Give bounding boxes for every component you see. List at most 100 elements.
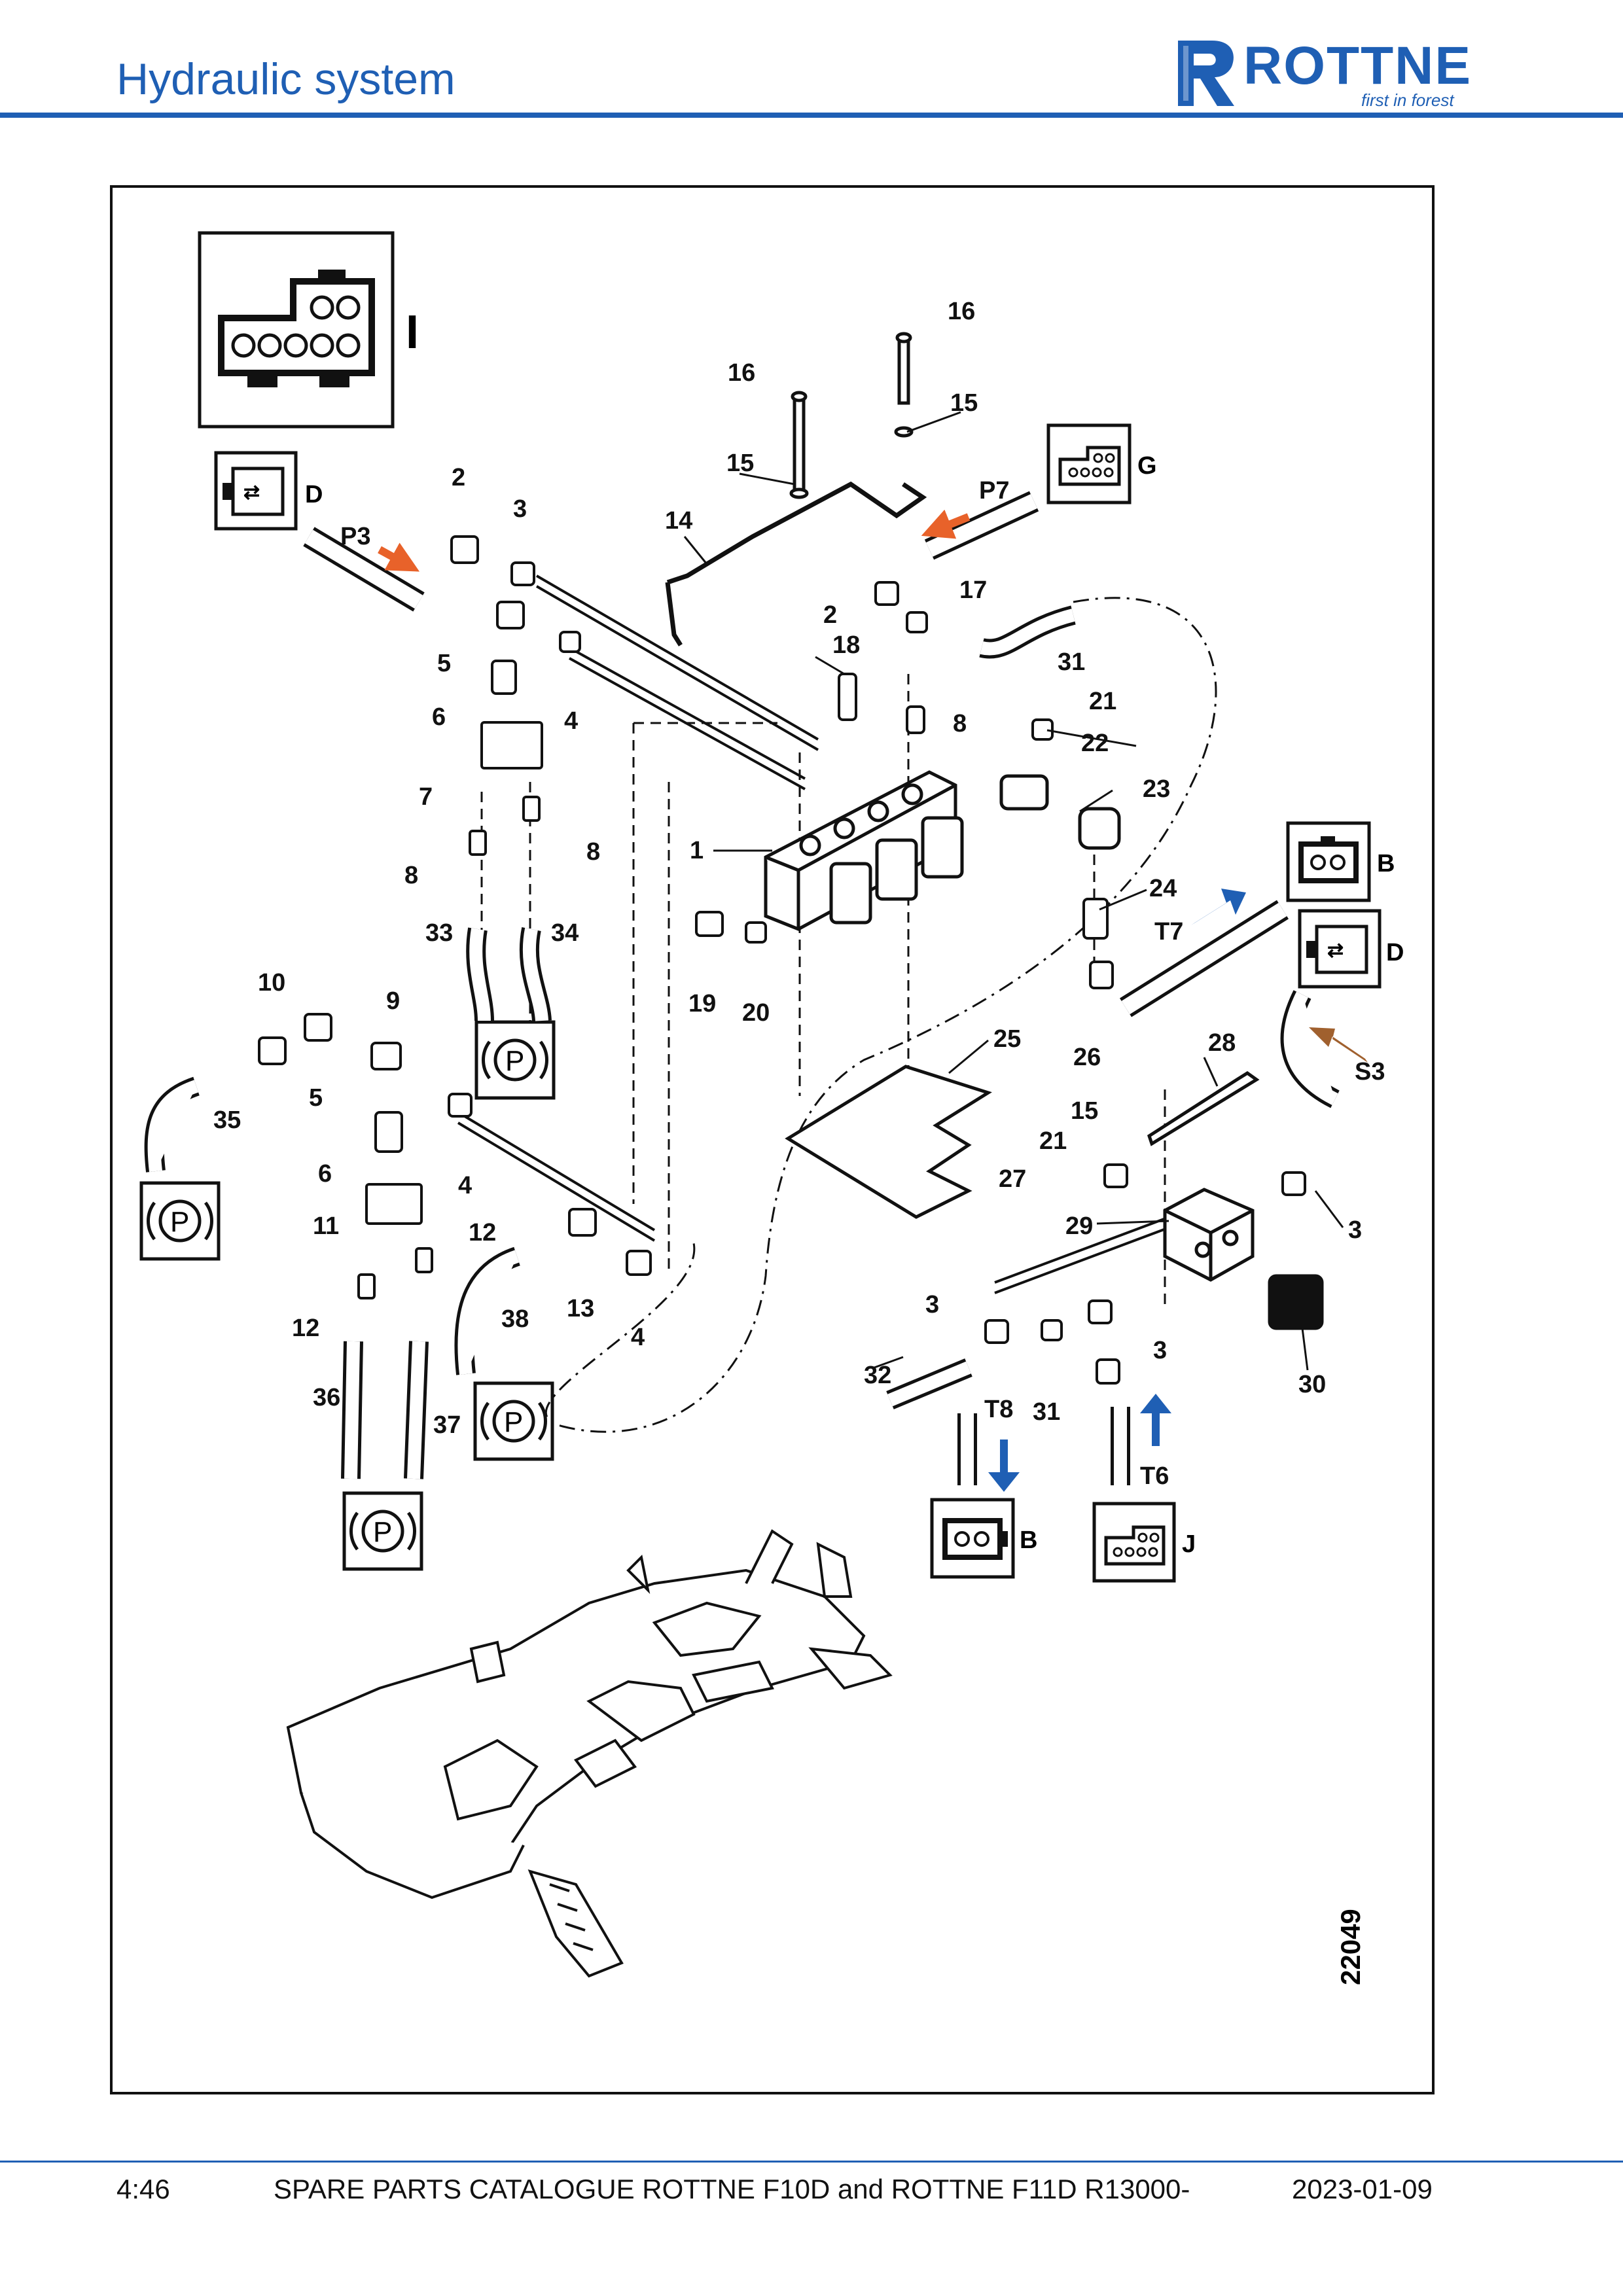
bolts-16 xyxy=(789,332,914,499)
callout-26: 26 xyxy=(1073,1044,1101,1071)
svg-text:⇄: ⇄ xyxy=(1327,940,1344,961)
callout-5: 5 xyxy=(309,1084,323,1112)
callout-37: 37 xyxy=(433,1411,461,1439)
connector-letter-d-left: D xyxy=(305,481,323,508)
plate-25 xyxy=(785,1065,992,1219)
page-title: Hydraulic system xyxy=(116,54,455,104)
header-rule xyxy=(0,113,1623,118)
hose-set xyxy=(144,491,1340,1485)
svg-text:P: P xyxy=(504,1406,523,1438)
port-label-p3: P3 xyxy=(340,523,370,550)
callout-2: 2 xyxy=(452,464,465,491)
callout-33: 33 xyxy=(425,919,453,947)
block-29 xyxy=(1163,1188,1324,1330)
port-label-t6: T6 xyxy=(1140,1462,1169,1490)
callout-2: 2 xyxy=(823,601,837,629)
callout-3: 3 xyxy=(513,495,527,523)
callout-22: 22 xyxy=(1081,730,1109,757)
diagram-frame xyxy=(110,185,1435,2094)
callout-4: 4 xyxy=(458,1172,472,1199)
connector-symbol-d-right: ⇄ xyxy=(1298,909,1382,989)
callout-15: 15 xyxy=(726,450,754,477)
callout-34: 34 xyxy=(551,919,579,947)
parking-brake-icon-34: P xyxy=(474,1020,556,1100)
connector-symbol-g xyxy=(1046,423,1132,504)
svg-text:P: P xyxy=(505,1045,524,1077)
bracket-14 xyxy=(665,481,927,646)
page-number: 4:46 xyxy=(116,2174,170,2204)
callout-14: 14 xyxy=(665,507,692,535)
parking-brake-icon-37: P xyxy=(473,1381,554,1461)
callout-5: 5 xyxy=(437,650,451,677)
callout-3: 3 xyxy=(1153,1337,1167,1364)
callout-15: 15 xyxy=(1071,1097,1098,1125)
callout-4: 4 xyxy=(564,707,578,735)
callout-25: 25 xyxy=(993,1025,1021,1053)
callout-13: 13 xyxy=(567,1295,594,1322)
connector-letter-i: I xyxy=(406,306,419,359)
callout-20: 20 xyxy=(742,999,770,1027)
callout-8: 8 xyxy=(953,710,967,737)
callout-18: 18 xyxy=(832,631,860,659)
flow-arrows xyxy=(378,509,1368,1492)
bracket-28 xyxy=(1147,1070,1260,1146)
callout-21: 21 xyxy=(1039,1127,1067,1155)
port-label-s3: S3 xyxy=(1355,1058,1385,1086)
valve-block xyxy=(764,770,1121,931)
callout-30: 30 xyxy=(1298,1371,1326,1398)
rottne-r-icon xyxy=(1178,41,1234,106)
assembly-boundary xyxy=(544,597,1217,1433)
callout-27: 27 xyxy=(999,1165,1026,1193)
svg-text:P: P xyxy=(373,1516,392,1548)
callout-8: 8 xyxy=(586,838,600,866)
callout-6: 6 xyxy=(318,1160,332,1188)
port-label-t8: T8 xyxy=(984,1396,1013,1423)
callout-38: 38 xyxy=(501,1305,529,1333)
connector-symbol-d-left: ⇄ xyxy=(214,451,298,531)
machine-overview xyxy=(286,1529,893,1978)
brand-tagline: first in forest xyxy=(1361,90,1454,110)
connector-letter-b-bottom: B xyxy=(1020,1527,1037,1554)
callout-3: 3 xyxy=(925,1291,939,1318)
callout-16: 16 xyxy=(728,359,755,387)
connector-symbol-i xyxy=(198,231,395,429)
callout-12: 12 xyxy=(469,1219,496,1246)
connector-letter-b-right: B xyxy=(1377,850,1395,877)
figure-id: 22049 xyxy=(1335,1909,1366,1985)
connector-symbol-j xyxy=(1092,1502,1176,1583)
callout-31: 31 xyxy=(1058,648,1085,676)
callout-19: 19 xyxy=(688,990,716,1017)
svg-text:⇄: ⇄ xyxy=(243,482,260,503)
callout-28: 28 xyxy=(1208,1029,1236,1057)
callout-4: 4 xyxy=(631,1324,645,1351)
callout-6: 6 xyxy=(432,703,446,731)
connector-symbol-b-right xyxy=(1286,821,1371,902)
callout-15: 15 xyxy=(950,389,978,417)
port-label-t7: T7 xyxy=(1154,918,1183,945)
callout-12: 12 xyxy=(292,1315,319,1342)
callout-29: 29 xyxy=(1065,1212,1093,1240)
document-title: SPARE PARTS CATALOGUE ROTTNE F10D and RO… xyxy=(274,2174,1190,2204)
callout-31: 31 xyxy=(1033,1398,1060,1426)
connector-letter-j: J xyxy=(1182,1530,1196,1558)
connector-letter-g: G xyxy=(1137,452,1157,480)
callout-11: 11 xyxy=(313,1212,339,1240)
parking-brake-icon-35: P xyxy=(139,1181,221,1261)
callout-21: 21 xyxy=(1089,688,1116,715)
callout-24: 24 xyxy=(1149,875,1177,902)
port-label-p7: P7 xyxy=(979,477,1009,504)
callout-36: 36 xyxy=(313,1384,340,1411)
svg-text:P: P xyxy=(170,1206,189,1238)
brand-name: ROTTNE xyxy=(1243,36,1472,96)
connector-symbol-b-bottom xyxy=(930,1498,1015,1579)
leader-lines xyxy=(683,411,1344,1371)
parking-brake-icon-36: P xyxy=(342,1491,423,1571)
callout-23: 23 xyxy=(1143,775,1170,803)
callout-35: 35 xyxy=(213,1106,241,1134)
callout-8: 8 xyxy=(404,862,418,889)
brand-logo: ROTTNE first in forest xyxy=(1171,34,1512,111)
callout-10: 10 xyxy=(258,969,285,997)
footer-rule xyxy=(0,2161,1623,2163)
fittings xyxy=(258,535,1306,1385)
